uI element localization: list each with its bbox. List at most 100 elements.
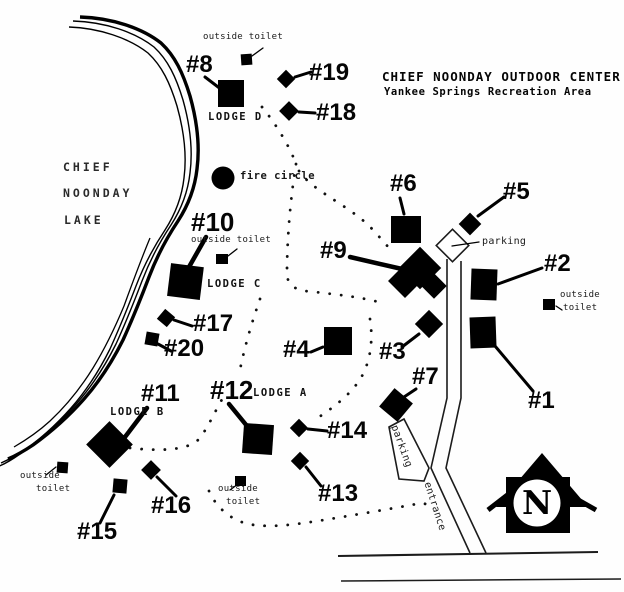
leader-site-18: [297, 110, 317, 115]
site-label-20: #20: [164, 335, 205, 362]
shoreline-thick: [7, 15, 200, 461]
toilet-bottom-building: [235, 476, 246, 486]
leader-site-17: [172, 318, 194, 328]
site-label-10: #10: [191, 207, 235, 237]
leader-site-19: [293, 70, 313, 79]
map-subtitle: Yankee Springs Recreation Area: [384, 86, 592, 98]
shoreline-thin-2: [0, 26, 186, 467]
north-letter: N: [522, 483, 553, 522]
leader-toilet-right: [555, 305, 563, 311]
fire-circle-marker: [211, 166, 235, 190]
toilet-lodge-c-building: [216, 254, 228, 264]
site-4-building: [324, 327, 352, 355]
site-label-8: #8: [186, 51, 213, 78]
leader-toilet-lodge-c: [227, 248, 238, 257]
lodge-d-building: [218, 80, 244, 107]
leader-site-1: [493, 344, 535, 393]
lodge-d-label: LODGE D: [208, 111, 263, 123]
leader-site-7: [402, 387, 418, 399]
roads: [337, 228, 622, 582]
toilet-right-label-2: toilet: [563, 303, 598, 313]
site-label-11: #11: [141, 380, 180, 407]
site-9-building-wing-left: [388, 264, 422, 298]
leader-site-4: [309, 345, 325, 354]
site-15-building: [112, 478, 128, 494]
site-label-19: #19: [309, 59, 350, 86]
toilet-right-building: [543, 299, 555, 310]
site-13-building: [290, 451, 310, 471]
buildings: [56, 53, 555, 494]
site-1-building: [469, 316, 497, 349]
leader-parking: [451, 241, 480, 247]
leader-site-9: [347, 254, 405, 272]
site-17-building: [156, 308, 176, 328]
site-label-9: #9: [320, 237, 347, 264]
site-20-building: [144, 331, 160, 347]
leader-site-6: [398, 196, 406, 216]
leader-site-5: [476, 195, 506, 218]
site-2-building: [470, 268, 498, 301]
lake-name-line-1: CHIEF: [63, 160, 113, 174]
leader-site-12: [226, 401, 250, 429]
leader-toilet-top: [251, 47, 264, 57]
site-7-building: [379, 388, 413, 422]
site-label-14: #14: [327, 417, 368, 444]
site-14-building: [289, 418, 309, 438]
toilet-bottom-label-1: outside: [218, 484, 259, 494]
leader-site-11: [122, 405, 150, 440]
site-label-6: #6: [390, 170, 417, 197]
site-6-building: [391, 216, 421, 243]
toilet-bottom-label-2: toilet: [226, 497, 261, 507]
dotted-trails: [128, 105, 433, 528]
site-label-1: #1: [528, 387, 555, 414]
lake-name-line-3: LAKE: [64, 213, 104, 227]
trail-site-3-to-14: [317, 317, 373, 419]
trail-lodge-d: [260, 105, 298, 166]
bottom-road-line-1: [337, 550, 599, 558]
site-9-building-wing-right: [421, 273, 447, 299]
trail-center-vertical: [285, 162, 388, 306]
toilet-top-building: [240, 53, 253, 66]
leader-site-14: [306, 427, 329, 433]
site-label-15: #15: [77, 518, 118, 545]
lodge-c-label: LODGE C: [207, 278, 262, 290]
parking-upper-label: parking: [482, 236, 527, 247]
entrance-road-left-edge: [430, 259, 471, 554]
site-label-18: #18: [316, 99, 357, 126]
site-label-16: #16: [151, 492, 192, 519]
site-19-building: [276, 69, 296, 89]
lodge-b-building: [86, 421, 133, 468]
site-16-building: [141, 460, 161, 480]
site-label-12: #12: [210, 375, 254, 405]
site-18-building: [279, 101, 299, 121]
trail-lodge-c-south: [237, 297, 262, 377]
trail-lodge-b-east: [128, 389, 229, 452]
lake-name-line-2: NOONDAY: [63, 186, 133, 200]
lake-shoreline: [0, 15, 200, 467]
toilet-left-label-1: outside: [20, 471, 61, 481]
site-label-13: #13: [318, 480, 359, 507]
site-label-2: #2: [544, 250, 571, 277]
map-title: CHIEF NOONDAY OUTDOOR CENTER: [382, 69, 621, 84]
toilet-right-label-1: outside: [560, 290, 601, 300]
leader-lines: [45, 47, 563, 525]
leader-site-3: [400, 332, 421, 349]
lodge-a-label: LODGE A: [253, 387, 308, 399]
site-label-4: #4: [283, 336, 310, 363]
shoreline-thin-3: [13, 237, 151, 448]
north-symbol: [486, 453, 598, 533]
trail-south-to-entrance: [207, 489, 433, 528]
lower-parking-lot: [388, 417, 430, 482]
site-3-building: [414, 309, 444, 339]
leader-site-2: [496, 266, 544, 286]
toilet-lodge-c-label: outside toilet: [191, 235, 272, 245]
entrance-road-right-edge: [445, 261, 487, 554]
bottom-road-line-2: [340, 578, 622, 582]
site-label-17: #17: [193, 310, 234, 337]
leader-site-10: [186, 234, 209, 270]
leader-site-16: [155, 475, 178, 498]
site-label-3: #3: [379, 338, 406, 365]
lodge-a-building: [241, 422, 275, 456]
